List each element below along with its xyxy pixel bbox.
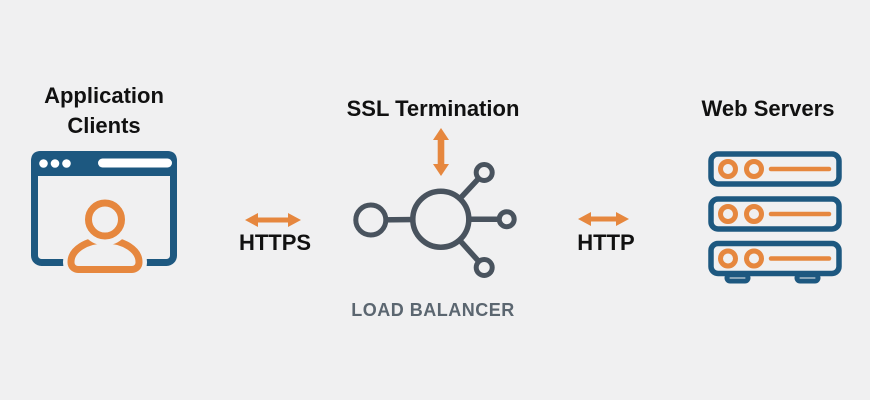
double-arrow-shape	[433, 128, 449, 176]
hub-top-right-node	[473, 162, 495, 183]
load-balancer-caption: LOAD BALANCER	[351, 300, 515, 320]
double-arrow-shape	[245, 213, 301, 227]
http-label: HTTP	[577, 230, 635, 255]
hub-center-node	[410, 188, 472, 250]
browser-dot-icon	[62, 159, 71, 168]
browser-dot-icon	[50, 159, 60, 168]
application-clients-label: Application Clients	[44, 81, 164, 141]
hub-left-node	[353, 202, 389, 238]
double-arrow-shape	[578, 212, 629, 226]
server-chassis	[708, 151, 842, 277]
server-row	[708, 151, 842, 187]
hub-bottom-right-node	[473, 257, 495, 278]
browser-user-icon	[31, 151, 177, 278]
web-servers-label: Web Servers	[701, 96, 835, 121]
ssl-bidirectional-arrow-icon	[433, 128, 449, 176]
server-lights-row-1	[718, 159, 832, 179]
http-bidirectional-arrow-icon	[578, 212, 629, 226]
application-clients-label-line1: Application	[44, 83, 164, 108]
browser-dot-icon	[39, 159, 48, 168]
https-bidirectional-arrow-icon	[245, 213, 301, 227]
server-lights-row-3	[718, 248, 832, 269]
hub-right-node	[496, 209, 517, 230]
server-feet	[724, 272, 821, 284]
server-row	[708, 240, 842, 277]
load-balancer-hub-icon	[353, 162, 517, 278]
server-row	[708, 196, 842, 232]
https-label: HTTPS	[238, 230, 312, 255]
server-stack-icon	[708, 151, 842, 284]
ssl-termination-label: SSL Termination	[346, 96, 520, 121]
browser-address-bar	[98, 158, 172, 168]
application-clients-label-line2: Clients	[67, 113, 141, 138]
server-lights-row-2	[718, 204, 832, 224]
user-head-icon	[85, 199, 125, 240]
